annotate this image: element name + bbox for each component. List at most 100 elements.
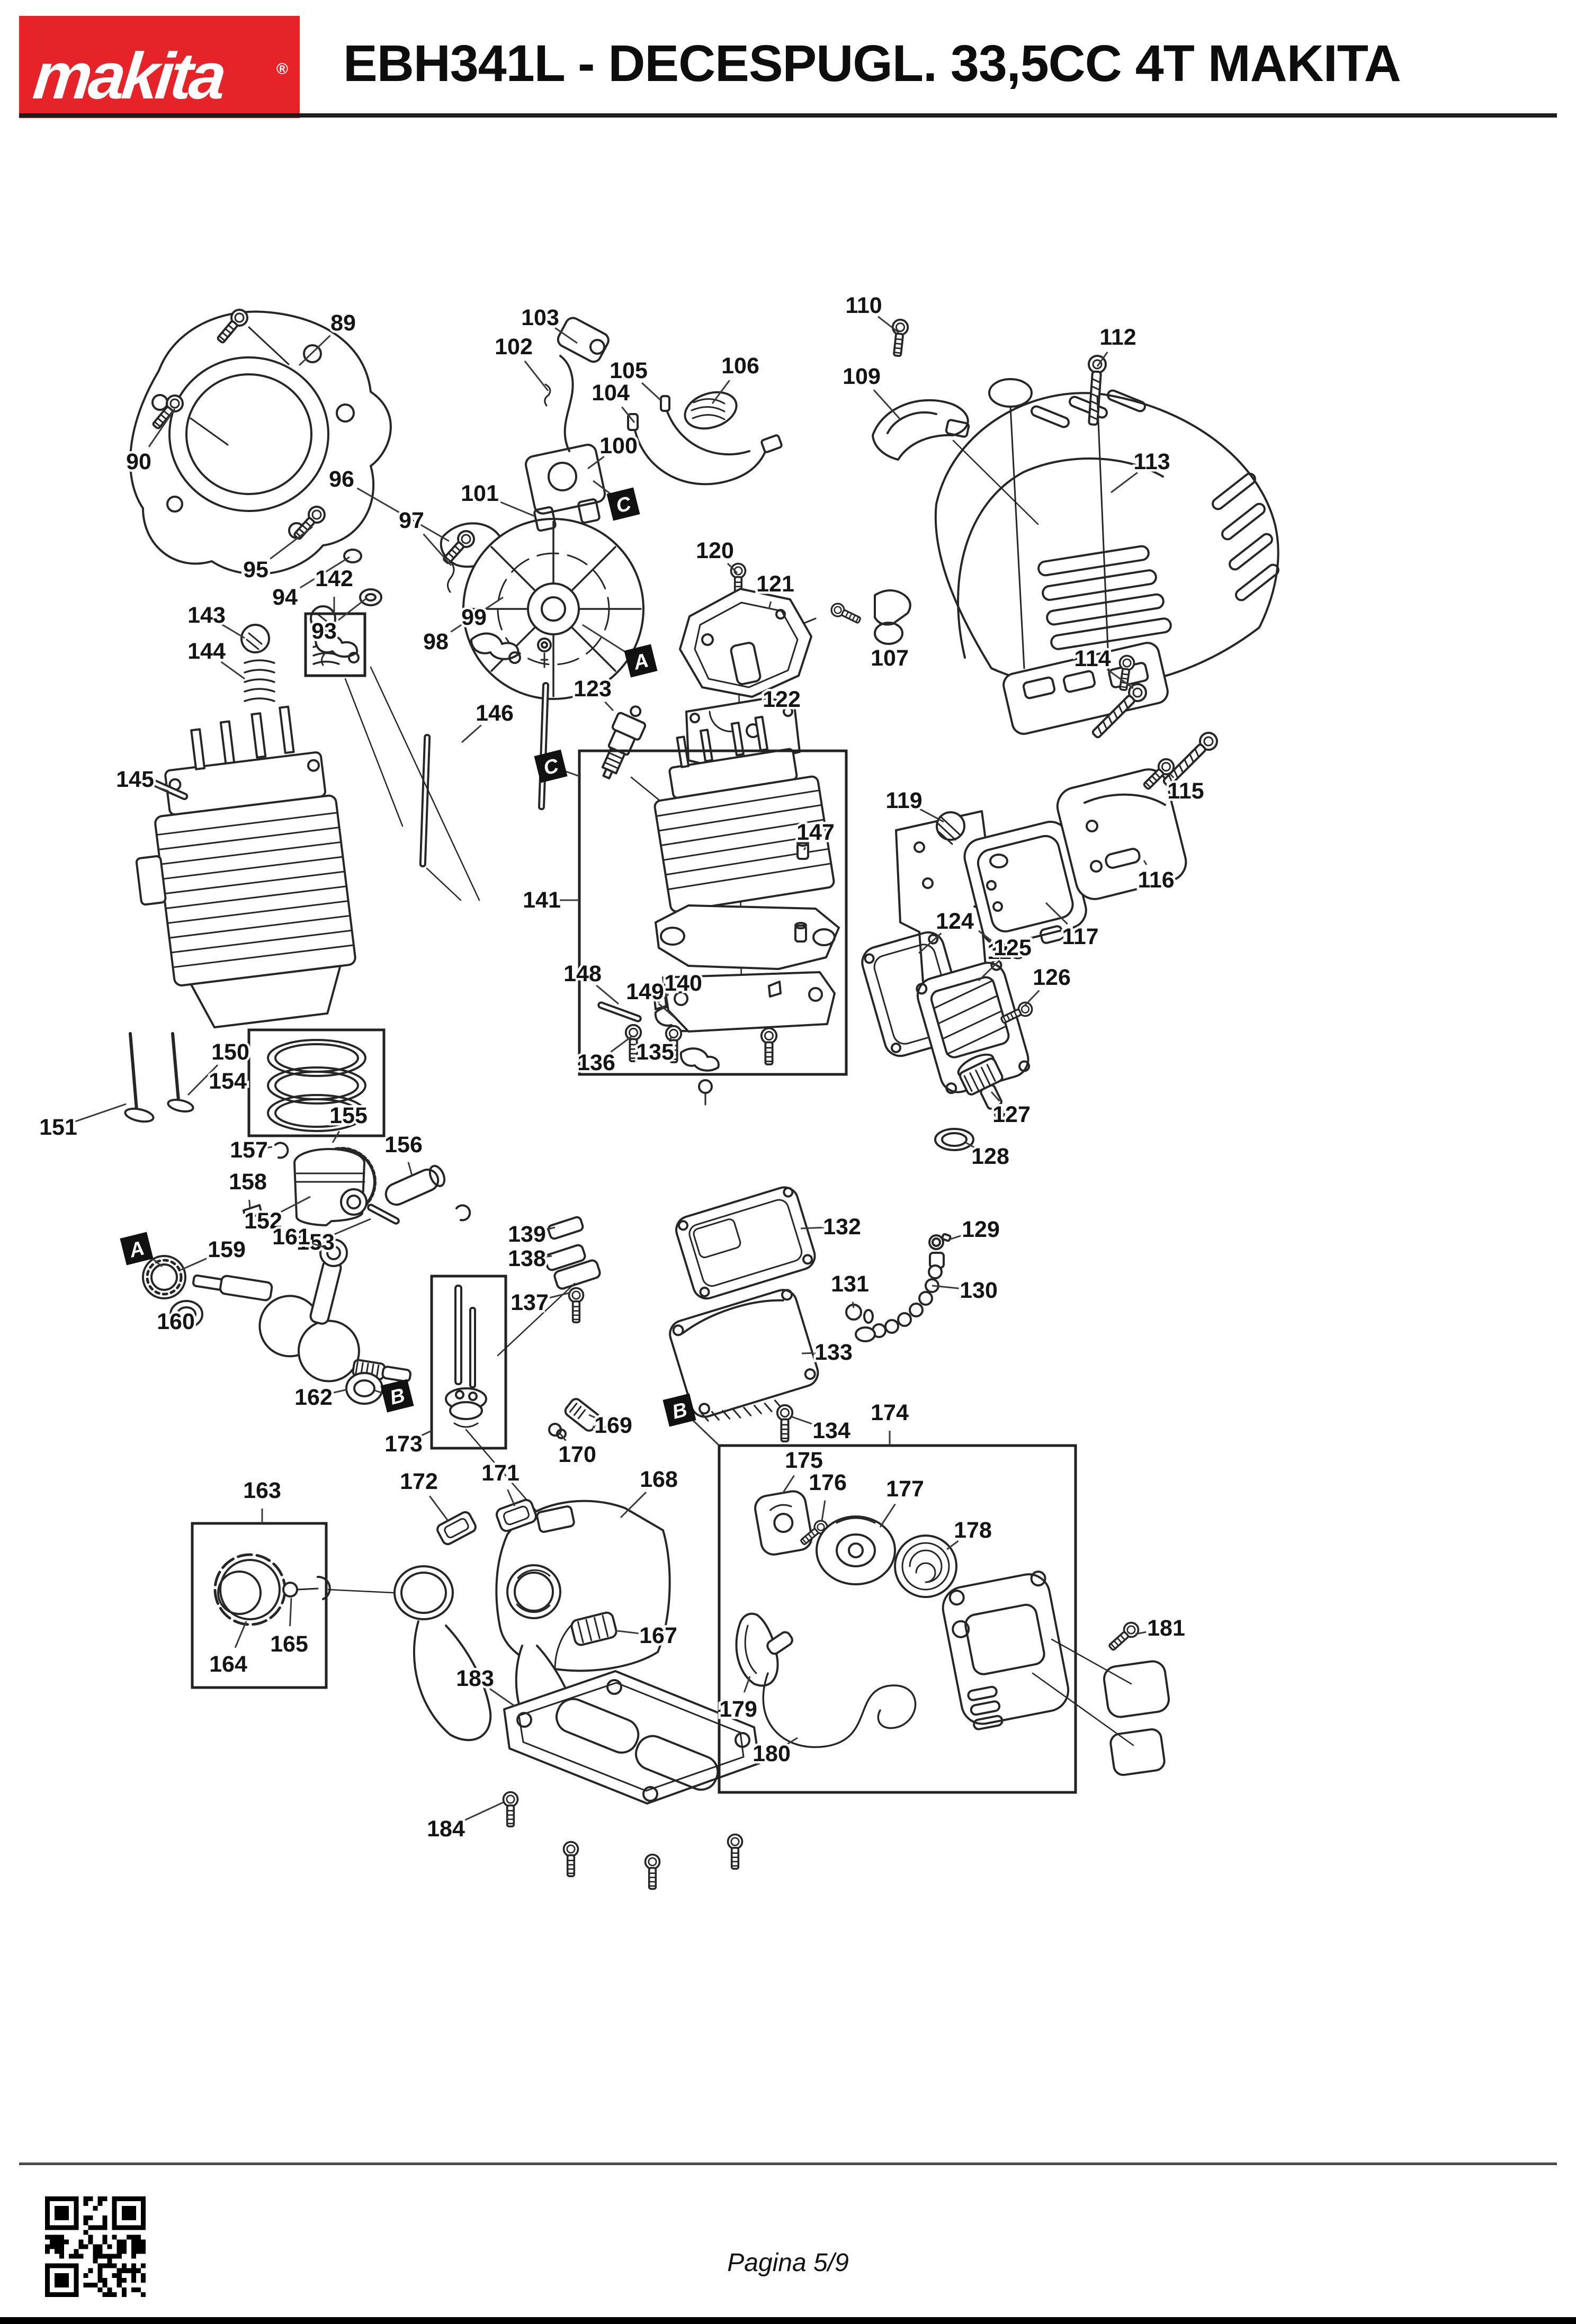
callout-leader-line: [489, 1688, 515, 1707]
callout-leader-line: [596, 984, 619, 1005]
part-number-callout: 118: [987, 939, 1024, 964]
part-number-callout: 176: [809, 1470, 847, 1495]
detail-frame-box: [304, 612, 366, 677]
bracket-art: [502, 1670, 760, 1890]
fan-housing-art: [129, 305, 392, 575]
callout-leader-line: [544, 1226, 556, 1231]
part-number-callout: 137: [511, 1290, 549, 1315]
detail-frame-box: [191, 1522, 328, 1689]
callout-leader-line: [356, 487, 450, 542]
callout-leader-line: [587, 456, 605, 470]
part-number-callout: 138: [508, 1246, 546, 1271]
callout-leader-line: [604, 701, 614, 712]
part-number-callout: 129: [962, 1217, 1000, 1242]
callout-leader-line: [792, 1416, 815, 1426]
callout-leader-line: [800, 1226, 825, 1230]
part-number-callout: 114: [1074, 646, 1111, 671]
part-number-callout: 123: [574, 676, 612, 702]
figure-letter-marker: B: [662, 1393, 696, 1427]
callout-leader-line: [1023, 990, 1040, 1007]
page-number-label: Pagina 5/9: [727, 2249, 849, 2277]
callout-leader-line: [407, 1162, 413, 1176]
valve-cover-art: [861, 931, 1035, 1151]
callout-leader-line: [946, 1540, 959, 1550]
oil-pan-art: [669, 1186, 952, 1443]
part-number-callout: 133: [814, 1340, 853, 1365]
part-number-callout: 101: [461, 481, 499, 506]
part-number-callout: 105: [610, 358, 648, 383]
part-number-callout: 113: [1133, 449, 1170, 474]
callout-leader-line: [461, 724, 482, 743]
part-number-callout: 96: [329, 466, 354, 492]
part-number-callout: 97: [399, 508, 424, 533]
part-number-callout: 103: [521, 305, 559, 330]
part-number-callout: 150: [211, 1039, 249, 1065]
part-number-callout: 115: [1167, 778, 1204, 804]
callout-leader-line: [821, 1500, 826, 1521]
part-number-callout: 165: [270, 1631, 308, 1657]
part-number-callout: 139: [508, 1222, 546, 1247]
part-number-callout: 147: [796, 820, 835, 845]
callout-leader-line: [918, 932, 942, 954]
callout-leader-line: [308, 1241, 326, 1249]
part-number-callout: 130: [960, 1278, 998, 1303]
part-number-callout: 177: [886, 1476, 924, 1502]
part-number-callout: 106: [721, 353, 759, 379]
callout-leader-line: [873, 389, 901, 420]
callout-leader-line: [1111, 472, 1138, 493]
figure-letter-marker: C: [534, 749, 568, 783]
callout-leader-line: [588, 1414, 597, 1419]
callout-leader-line: [782, 1475, 795, 1494]
oil-pump-bits-art: [497, 1216, 601, 1357]
part-number-callout: 157: [230, 1137, 268, 1163]
valves-art: [124, 1032, 194, 1123]
part-number-callout: 90: [126, 449, 151, 474]
flywheel-art: [462, 518, 644, 700]
part-number-callout: 167: [639, 1623, 677, 1648]
callout-leader-line: [990, 1091, 1000, 1102]
callout-leader-line: [554, 327, 578, 344]
part-number-callout: 89: [330, 310, 356, 336]
callout-leader-line: [507, 1489, 516, 1506]
page-title: EBH341L - DECESPUGL. 33,5CC 4T MAKITA: [343, 34, 1401, 92]
header-rule: [19, 113, 1557, 118]
makita-logo: makita ®: [19, 16, 300, 118]
part-number-callout: 134: [812, 1418, 850, 1443]
part-number-callout: 156: [384, 1132, 423, 1157]
callout-leader-line: [658, 1003, 674, 1018]
callout-leader-line: [620, 1491, 647, 1519]
footer-rule: [19, 2163, 1557, 2165]
part-number-callout: 170: [558, 1442, 596, 1467]
callout-leader-line: [932, 1285, 961, 1290]
part-number-callout: 149: [626, 979, 664, 1004]
callout-leader-line: [181, 1256, 211, 1271]
part-number-callout: 93: [311, 618, 337, 644]
part-number-callout: 152: [244, 1208, 282, 1234]
callout-leader-line: [1135, 1630, 1149, 1635]
callout-leader-line: [711, 380, 730, 404]
part-number-callout: 116: [1138, 867, 1174, 893]
callout-leader-line: [496, 499, 535, 517]
callout-leader-line: [300, 556, 350, 589]
callout-leader-line: [1106, 668, 1134, 689]
spark-wires-art: [627, 391, 783, 486]
part-number-callout: 171: [481, 1460, 520, 1486]
figure-letter-marker: A: [624, 644, 658, 678]
part-number-callout: 175: [785, 1448, 823, 1473]
primer-art: [548, 1398, 607, 1439]
part-number-callout: 184: [427, 1816, 465, 1842]
part-number-callout: 183: [456, 1666, 494, 1691]
figure-letter-marker: A: [120, 1232, 154, 1266]
callout-leader-line: [559, 1433, 567, 1441]
callout-leader-line: [1096, 351, 1108, 367]
part-number-callout: 172: [400, 1469, 438, 1494]
callout-leader-line: [151, 784, 169, 792]
part-number-callout: 153: [297, 1230, 335, 1255]
part-number-callout: 154: [209, 1069, 247, 1094]
part-number-callout: 174: [871, 1400, 909, 1425]
part-number-callout: 121: [756, 571, 794, 597]
callout-leader-line: [337, 597, 367, 621]
ignition-coil-art: [525, 317, 610, 532]
